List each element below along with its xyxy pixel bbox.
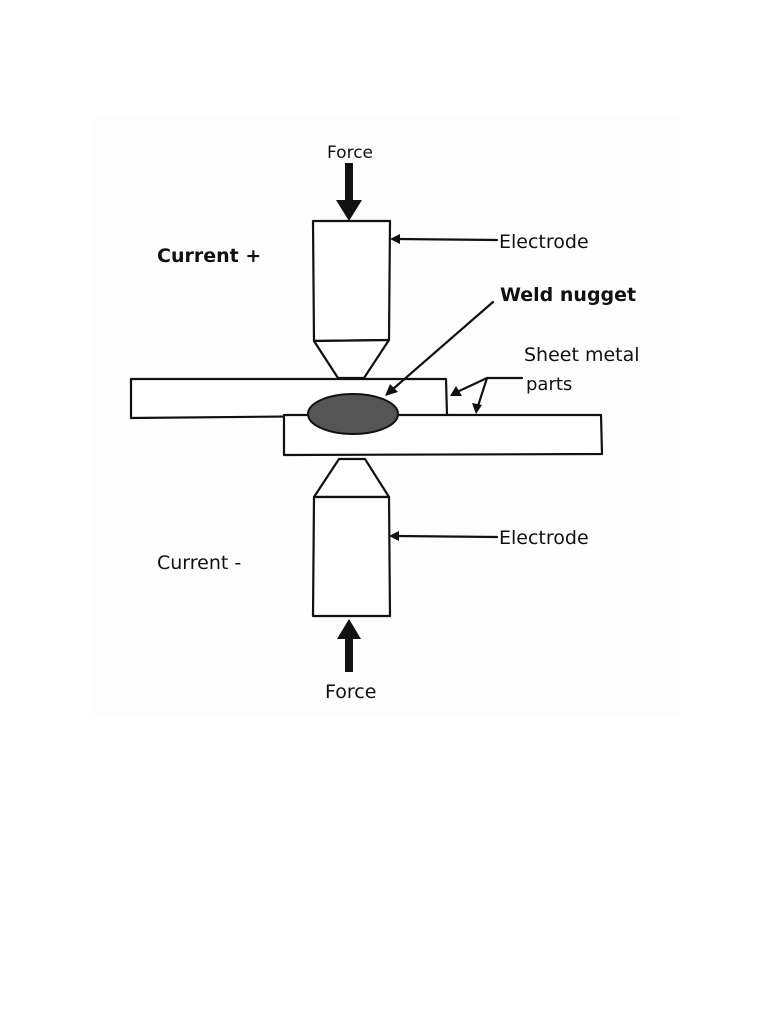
bottom-electrode-body <box>311 495 392 618</box>
top-electrode-leader <box>390 234 499 244</box>
bottom-electrode-leader <box>389 531 499 541</box>
weld-nugget-leader-line <box>391 300 495 391</box>
bottom-electrode-leader-line <box>394 534 499 539</box>
top-force-arrow <box>336 163 362 221</box>
bottom-electrode <box>311 457 392 618</box>
top-electrode-body <box>311 219 392 343</box>
electrode-top-label: Electrode <box>499 231 589 253</box>
sheet-metal-leader-head-lower <box>472 403 482 414</box>
bottom-force-arrow <box>337 619 361 672</box>
sheet-metal-leader-head-upper <box>450 386 462 396</box>
bottom-force-arrow-head <box>337 619 361 639</box>
weld-nugget-label: Weld nugget <box>500 284 636 306</box>
top-electrode-leader-line <box>395 237 499 242</box>
top-electrode-leader-head <box>390 234 400 244</box>
upper-sheet-metal-part <box>129 377 449 420</box>
current-minus-label: Current - <box>157 552 241 574</box>
weld-nugget-leader <box>385 300 495 396</box>
top-force-arrow-head <box>336 200 362 221</box>
force-top-label: Force <box>327 143 373 163</box>
bottom-electrode-leader-head <box>389 531 399 541</box>
sheet-metal-leader <box>450 376 524 414</box>
top-force-arrow-shaft <box>345 163 353 205</box>
sheet-metal-label-line1: Sheet metal <box>524 344 640 366</box>
force-bottom-label: Force <box>325 681 376 703</box>
electrode-bottom-label: Electrode <box>499 527 589 549</box>
weld-nugget-leader-head <box>385 384 398 396</box>
weld-nugget-shape <box>307 393 399 435</box>
bottom-force-arrow-shaft <box>345 637 353 672</box>
top-electrode <box>311 219 392 380</box>
sheet-metal-leader-line-lower <box>476 376 489 408</box>
current-plus-label: Current + <box>157 245 261 267</box>
sheet-metal-label-line2: parts <box>526 374 572 395</box>
